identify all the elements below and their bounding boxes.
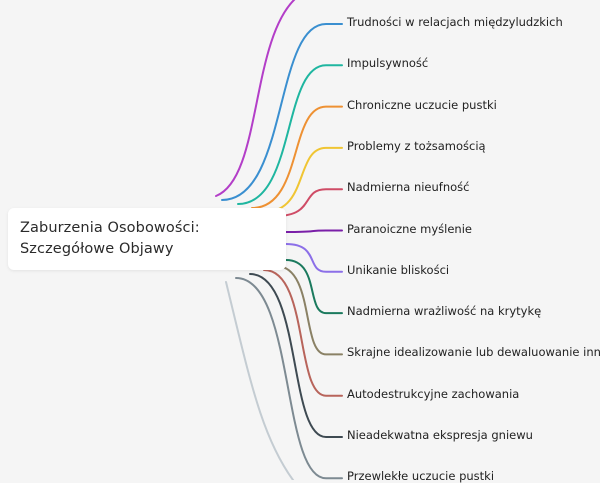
branch-label-1[interactable]: Trudności w relacjach międzyludzkich (347, 15, 563, 29)
branch-label-6[interactable]: Paranoiczne myślenie (347, 221, 472, 236)
connector-12 (235, 277, 343, 480)
root-node-title: Zaburzenia Osobowości: Szczegółowe Objaw… (20, 220, 200, 257)
connector-7 (285, 243, 343, 273)
branch-label-2[interactable]: Impulsywność (347, 56, 429, 71)
connector-11 (249, 273, 343, 438)
connector-8 (285, 259, 343, 315)
branch-label-11[interactable]: Nieadekwatna ekspresja gniewu (347, 428, 533, 442)
branch-label-10[interactable]: Autodestrukcyjne zachowania (347, 386, 520, 401)
connector-10 (263, 269, 343, 397)
connector-9 (275, 265, 343, 356)
connector-offscreen-bottom (225, 281, 295, 480)
root-node[interactable]: Zaburzenia Osobowości: Szczegółowe Objaw… (8, 208, 286, 270)
connector-2 (237, 64, 343, 205)
connector-5 (275, 188, 343, 217)
connector-1 (221, 23, 343, 201)
branch-label-9[interactable]: Skrajne idealizowanie lub dewaluowanie i… (347, 345, 600, 360)
branch-label-12[interactable]: Przewlekłe uczucie pustki (347, 469, 495, 483)
branch-label-3[interactable]: Chroniczne uczucie pustki (347, 97, 497, 112)
connector-offscreen-top (215, 0, 296, 197)
branch-label-7[interactable]: Unikanie bliskości (347, 262, 450, 277)
branch-label-5[interactable]: Nadmierna nieufność (347, 180, 470, 195)
connector-6 (285, 229, 343, 233)
branch-label-4[interactable]: Problemy z tożsamością (347, 138, 486, 153)
connector-3 (251, 105, 343, 209)
branch-label-8[interactable]: Nadmierna wrażliwość na krytykę (347, 304, 542, 319)
connector-4 (263, 146, 343, 213)
